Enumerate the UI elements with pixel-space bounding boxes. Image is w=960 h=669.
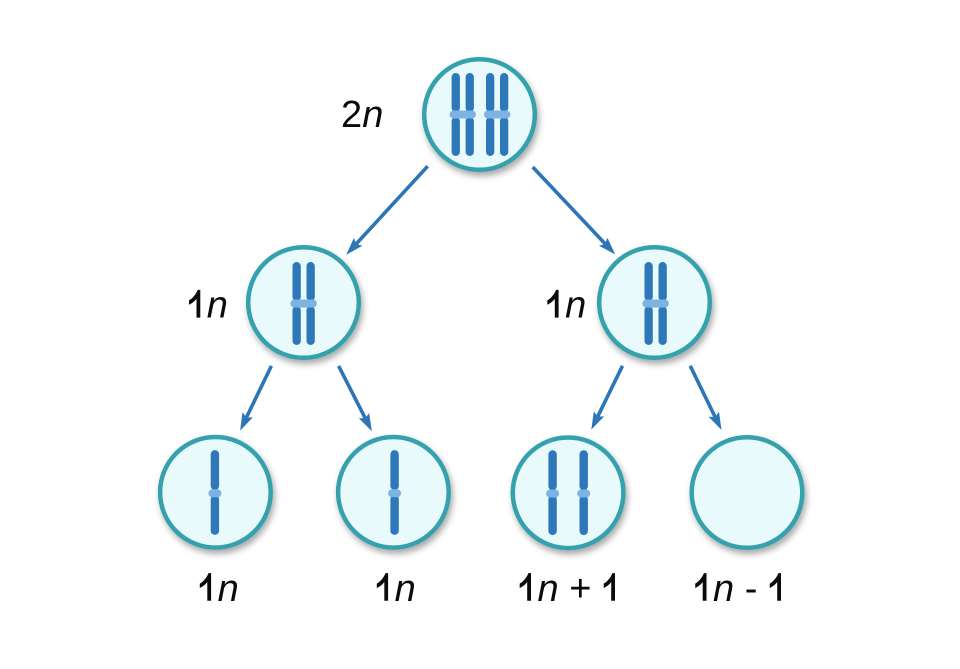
svg-text:n: n xyxy=(207,285,228,327)
svg-text:2n: 2n xyxy=(341,94,383,136)
svg-text:n: n xyxy=(713,568,734,610)
svg-text:n: n xyxy=(565,285,586,327)
svg-text:n: n xyxy=(395,568,416,610)
svg-text:+: + xyxy=(569,568,591,610)
svg-text:n: n xyxy=(538,568,559,610)
svg-text:-: - xyxy=(745,568,758,610)
svg-text:n: n xyxy=(218,568,239,610)
